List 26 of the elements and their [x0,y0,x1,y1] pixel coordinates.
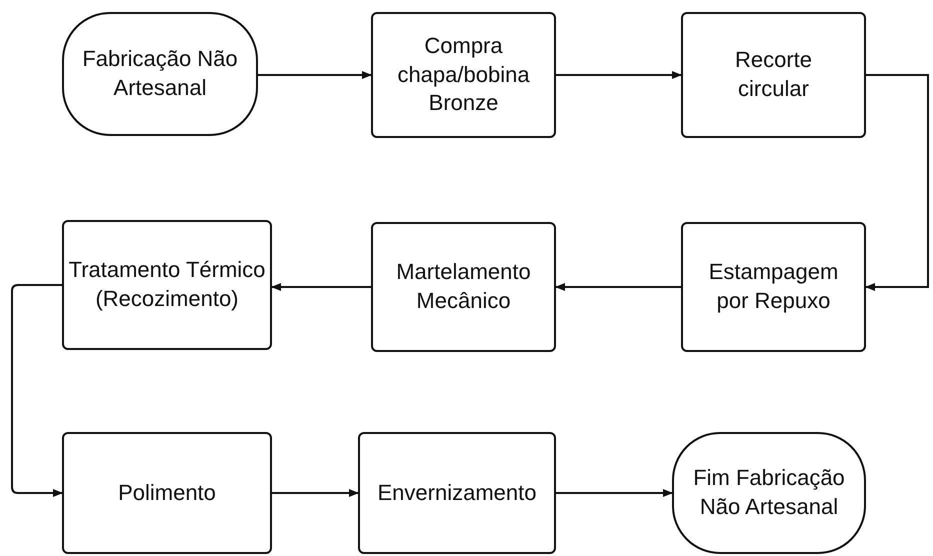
arrow [555,283,681,291]
process-box [358,432,556,554]
node-label: Tratamento Térmico (Recozimento) [68,256,266,313]
node-label: Polimento [117,478,217,507]
terminal-box [62,12,258,136]
arrow [11,284,63,497]
process-box [681,12,866,138]
arrow [556,489,673,497]
node-label: Envernizamento [376,478,538,507]
arrow [271,283,371,291]
node-label: Martelamento Mecânico [395,258,532,315]
node-label: Recorte circular [734,46,814,103]
arrow [272,489,359,497]
node-label: Fabricação Não Artesanal [81,45,239,102]
node-label: Compra chapa/bobina Bronze [396,32,531,118]
node-label: Fim Fabricação Não Artesanal [692,464,846,521]
arrow [556,71,682,79]
arrow [865,74,929,291]
process-box [62,432,272,554]
process-box [62,220,272,350]
process-box [681,222,866,352]
process-box [371,12,556,138]
arrow [258,71,372,79]
process-box [371,222,556,352]
terminal-box [672,432,866,554]
node-label: Estampagem por Repuxo [708,258,840,315]
